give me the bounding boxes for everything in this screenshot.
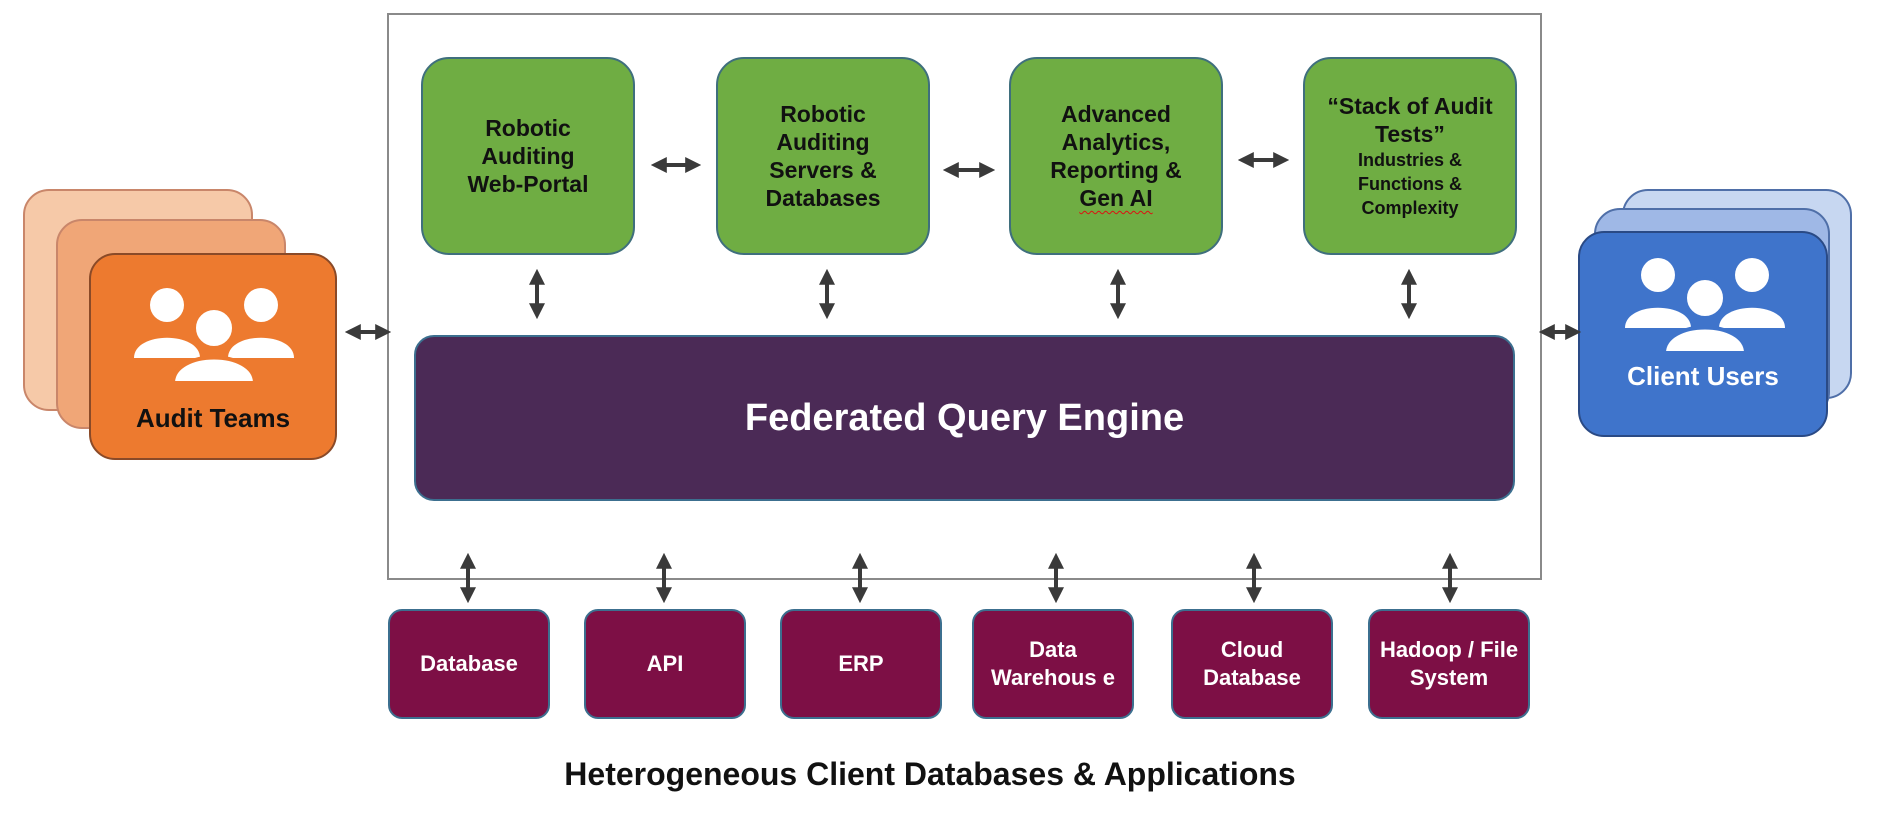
source-cloud-database: Cloud Database: [1171, 609, 1333, 719]
federated-query-engine: Federated Query Engine: [414, 335, 1515, 501]
audit-tests-title: “Stack of Audit Tests”: [1327, 93, 1493, 147]
source-hadoop-file-system: Hadoop / File System: [1368, 609, 1530, 719]
servers-databases-box: Robotic Auditing Servers & Databases: [716, 57, 930, 255]
audit-teams-label: Audit Teams: [135, 403, 291, 433]
client-users-card: Client Users: [1578, 231, 1828, 437]
servers-line-1: Robotic: [780, 101, 866, 127]
web-portal-line-2: Auditing: [481, 143, 575, 169]
caption: Heterogeneous Client Databases & Applica…: [564, 756, 1296, 792]
analytics-box: Advanced Analytics, Reporting & Gen AI: [1009, 57, 1223, 255]
source-database: Database: [388, 609, 550, 719]
client-users-label: Client Users: [1627, 361, 1779, 391]
analytics-line-1: Advanced: [1061, 101, 1171, 127]
people-group-icon: [134, 288, 294, 383]
servers-line-2: Auditing: [776, 129, 870, 155]
analytics-line-2: Analytics,: [1061, 129, 1171, 155]
audit-tests-subtitle: Industries & Functions & Complexity: [1357, 150, 1463, 218]
source-erp: ERP: [780, 609, 942, 719]
web-portal-line-3: Web-Portal: [467, 171, 589, 197]
source-api: API: [584, 609, 746, 719]
source-data-warehouse: Data Warehous e: [972, 609, 1134, 719]
analytics-line-4: Gen AI: [1079, 185, 1153, 211]
analytics-line-3: Reporting &: [1050, 157, 1182, 183]
servers-line-4: Databases: [765, 185, 881, 211]
audit-teams-card: Audit Teams: [89, 253, 337, 460]
audit-tests-box: “Stack of Audit Tests” Industries & Func…: [1303, 57, 1517, 255]
people-group-icon: [1625, 258, 1785, 353]
web-portal-line-1: Robotic: [485, 115, 571, 141]
web-portal-box: Robotic Auditing Web-Portal: [421, 57, 635, 255]
servers-line-3: Servers &: [769, 157, 877, 183]
